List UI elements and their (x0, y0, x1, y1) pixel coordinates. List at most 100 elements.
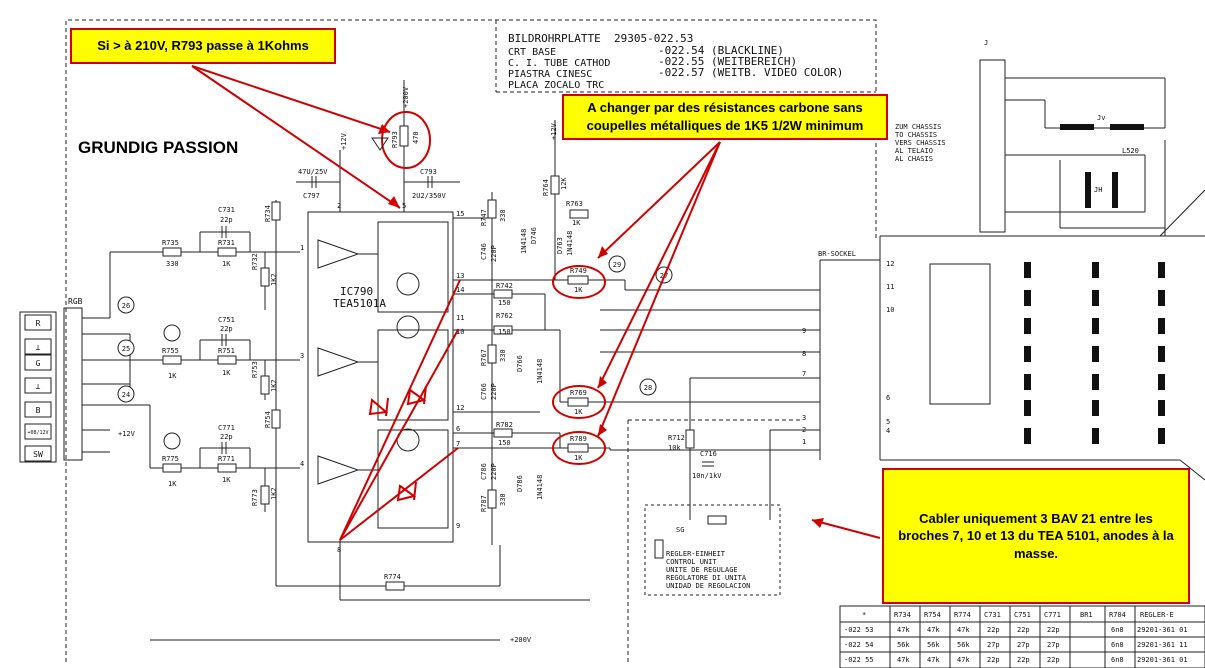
bav21-diodes (368, 385, 427, 502)
svg-text:4: 4 (886, 427, 890, 435)
pin-sw: SW (33, 450, 43, 459)
svg-text:8: 8 (802, 350, 806, 358)
svg-text:27p: 27p (1017, 641, 1030, 649)
svg-text:TO CHASSIS: TO CHASSIS (895, 131, 937, 139)
svg-text:12: 12 (456, 404, 464, 412)
ic-pins: 1 2 3 4 5 6 7 8 9 10 11 12 13 14 15 (300, 202, 464, 554)
svg-text:-022 54: -022 54 (844, 641, 874, 649)
svg-text:C793: C793 (420, 168, 437, 176)
svg-text:47k: 47k (897, 656, 910, 664)
svg-text:VERS CHASSIS: VERS CHASSIS (895, 139, 946, 147)
svg-text:1N4148: 1N4148 (536, 475, 544, 500)
control-unit-labels: REGLER-EINHEIT CONTROL UNIT UNITE DE REG… (666, 550, 750, 590)
svg-text:7: 7 (456, 440, 460, 448)
svg-text:29201-361 01: 29201-361 01 (1137, 656, 1188, 664)
header-line-3-right: -022.57 (WEITB. VIDEO COLOR) (658, 66, 844, 79)
svg-text:470: 470 (412, 131, 420, 144)
note-carbone: A changer par des résistances carbone sa… (562, 94, 888, 140)
svg-text:+12V: +12V (340, 132, 348, 150)
capacitors (221, 176, 714, 467)
svg-text:REGOLATORE DI UNITA: REGOLATORE DI UNITA (666, 574, 747, 582)
svg-text:10n/1kV: 10n/1kV (692, 472, 722, 480)
svg-text:1N4148: 1N4148 (520, 229, 528, 254)
svg-text:220P: 220P (490, 245, 498, 262)
svg-text:1K: 1K (222, 476, 231, 484)
svg-text:R764: R764 (542, 179, 550, 196)
svg-text:2U2/350V: 2U2/350V (412, 192, 447, 200)
svg-text:-022 55: -022 55 (844, 656, 874, 664)
input-connector (19, 307, 83, 463)
svg-text:C771: C771 (218, 424, 235, 432)
svg-text:29201-361 11: 29201-361 11 (1137, 641, 1188, 649)
pin-r: R (36, 319, 41, 328)
svg-text:6: 6 (886, 394, 890, 402)
svg-text:47k: 47k (927, 656, 940, 664)
svg-text:1K2: 1K2 (270, 379, 278, 392)
br-sockel-label: BR-SOCKEL (818, 250, 856, 258)
rgb-label: RGB (68, 297, 83, 306)
svg-text:330: 330 (499, 349, 507, 362)
svg-text:D763: D763 (556, 237, 564, 254)
ic-part: TEA5101A (333, 297, 386, 310)
svg-text:22p: 22p (1047, 626, 1060, 634)
svg-text:+200V: +200V (402, 86, 410, 108)
svg-text:R789: R789 (570, 435, 587, 443)
ic-label: IC790 TEA5101A (333, 285, 386, 310)
svg-text:AL CHASIS: AL CHASIS (895, 155, 933, 163)
svg-text:27p: 27p (987, 641, 1000, 649)
svg-text:47U/25V: 47U/25V (298, 168, 328, 176)
svg-text:3: 3 (802, 414, 806, 422)
svg-text:22p: 22p (987, 626, 1000, 634)
svg-text:6: 6 (456, 425, 460, 433)
svg-text:R754: R754 (924, 611, 941, 619)
svg-text:1K: 1K (222, 260, 231, 268)
svg-text:330: 330 (166, 260, 179, 268)
svg-text:-022 53: -022 53 (844, 626, 874, 634)
amplifiers (317, 221, 449, 529)
header-line-3-left: PIASTRA CINESC (508, 69, 593, 80)
svg-text:AL TELAIO: AL TELAIO (895, 147, 933, 155)
svg-text:22p: 22p (220, 216, 233, 224)
svg-text:24: 24 (122, 391, 130, 399)
svg-text:6n8: 6n8 (1111, 656, 1124, 664)
svg-text:6n8: 6n8 (1111, 626, 1124, 634)
connector-labels: R ⊥ G ⊥ B +08/12V SW RGB +12V (27, 297, 135, 459)
svg-text:D766: D766 (516, 355, 524, 372)
svg-text:6n8: 6n8 (1111, 641, 1124, 649)
svg-text:C751: C751 (218, 316, 235, 324)
svg-text:R763: R763 (566, 200, 583, 208)
svg-text:R704: R704 (1109, 611, 1126, 619)
svg-text:13: 13 (456, 272, 464, 280)
svg-text:R775: R775 (162, 455, 179, 463)
svg-text:10: 10 (456, 328, 464, 336)
svg-text:1: 1 (802, 438, 806, 446)
svg-text:C766: C766 (480, 383, 488, 400)
svg-text:C731: C731 (218, 206, 235, 214)
svg-text:UNIDAD DE REGOLACION: UNIDAD DE REGOLACION (666, 582, 750, 590)
svg-text:1K: 1K (574, 286, 583, 294)
svg-text:R769: R769 (570, 389, 587, 397)
svg-text:R742: R742 (496, 282, 513, 290)
svg-text:C771: C771 (1044, 611, 1061, 619)
svg-text:R762: R762 (496, 312, 513, 320)
svg-text:D786: D786 (516, 475, 524, 492)
svg-text:150: 150 (498, 328, 511, 336)
svg-text:56k: 56k (957, 641, 970, 649)
svg-text:14: 14 (456, 286, 464, 294)
svg-text:D746: D746 (530, 227, 538, 244)
svg-text:R735: R735 (162, 239, 179, 247)
ic-ref: IC790 (340, 285, 373, 298)
header-line-1-left: CRT BASE (508, 47, 557, 58)
svg-text:5: 5 (886, 418, 890, 426)
nodes (117, 255, 673, 450)
variant-table-text: * R734 R754 R774 C731 C751 C771 BR1 R704… (844, 611, 1188, 664)
header-line-2-right: -022.55 (WEITBEREICH) (658, 55, 798, 68)
svg-text:47k: 47k (957, 626, 970, 634)
svg-text:330: 330 (499, 493, 507, 506)
svg-text:8: 8 (337, 546, 341, 554)
svg-text:BR1: BR1 (1080, 611, 1093, 619)
svg-text:REGLER-E: REGLER-E (1140, 611, 1174, 619)
svg-text:220P: 220P (490, 463, 498, 480)
wires (82, 59, 1205, 641)
svg-text:CONTROL UNIT: CONTROL UNIT (666, 558, 717, 566)
